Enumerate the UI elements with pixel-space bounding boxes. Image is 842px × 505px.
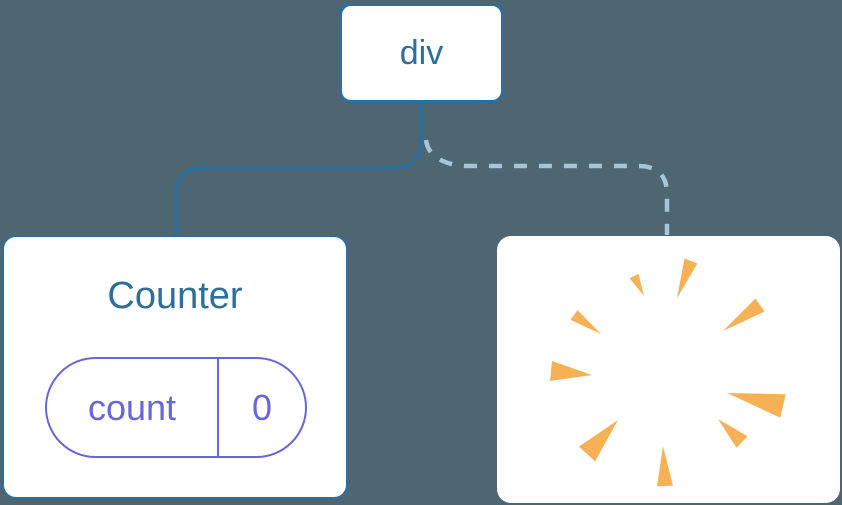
state-pill: count 0 — [45, 357, 307, 458]
poof-ray — [550, 361, 592, 381]
poof-ray — [723, 298, 765, 331]
poof-ray — [570, 310, 601, 334]
state-value-cell: 0 — [219, 359, 305, 456]
poof-explosion-icon — [550, 258, 786, 487]
counter-title: Counter — [107, 275, 243, 317]
poof-ray — [718, 419, 748, 448]
poof-ray — [657, 446, 673, 487]
removed-node-card — [497, 236, 840, 503]
state-value-label: 0 — [251, 386, 273, 428]
state-key-cell: count — [47, 359, 219, 456]
poof-ray — [727, 393, 786, 418]
div-node: div — [339, 3, 504, 103]
div-node-label: div — [399, 33, 444, 72]
poof-ray — [677, 258, 698, 298]
edge-div-to-counter — [174, 103, 423, 236]
counter-node-card: Counter count 0 — [2, 235, 348, 499]
edge-div-to-removed — [423, 139, 670, 235]
poof-ray — [578, 420, 618, 462]
poof-ray — [629, 273, 644, 296]
state-key-label: count — [87, 386, 177, 428]
